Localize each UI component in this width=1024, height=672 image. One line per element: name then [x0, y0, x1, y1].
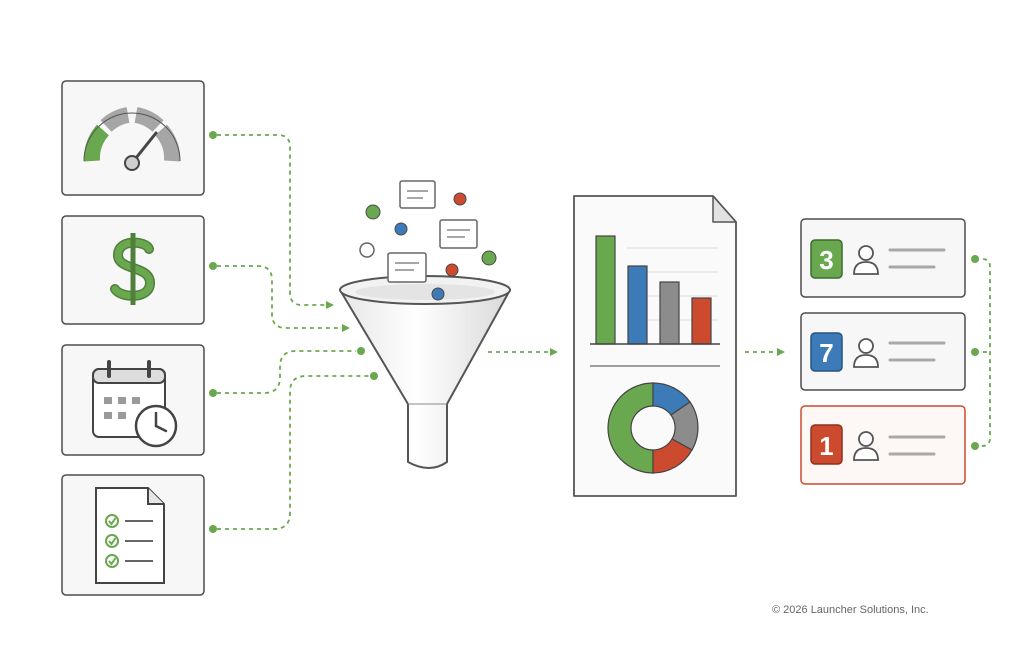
particle-dot [394, 222, 408, 236]
input-card-performance [61, 80, 205, 196]
ranking-card-1: 3 [800, 218, 966, 298]
document-particle [439, 219, 478, 249]
particle-dot [445, 263, 459, 277]
particle-dot [365, 204, 381, 220]
ranking-card-2: 7 [800, 312, 966, 391]
dollar-sign-icon [110, 233, 156, 305]
speedometer-icon [83, 107, 181, 171]
document-particle [387, 252, 427, 283]
person-icon [853, 338, 879, 368]
rank-number: 1 [819, 431, 833, 461]
funnel-particles [359, 180, 497, 301]
funnel-icon [339, 275, 511, 469]
chart-bar [595, 235, 616, 345]
person-icon [853, 431, 879, 461]
chart-bar [627, 265, 648, 345]
rank-badge [810, 239, 843, 279]
donut-chart-icon [607, 382, 699, 474]
document-particle [399, 180, 436, 209]
input-card-revenue [61, 215, 205, 325]
particle-dot [431, 287, 445, 301]
calendar-clock-icon [92, 360, 178, 448]
ranking-card-3: 1 [800, 405, 966, 485]
copyright-text: © 2026 Launcher Solutions, Inc. [772, 604, 929, 616]
connector-ranking-bracket [971, 255, 991, 450]
input-card-checklist [61, 474, 205, 596]
particle-dot [359, 242, 375, 258]
rank-number: 7 [819, 338, 833, 368]
rank-number: 3 [819, 245, 833, 275]
report-document [573, 195, 737, 497]
checklist-document-icon [95, 487, 165, 584]
input-card-schedule [61, 344, 205, 456]
bar-chart-icon [590, 235, 720, 345]
particle-dot [481, 250, 497, 266]
chart-bar [659, 281, 680, 345]
particle-dot [453, 192, 467, 206]
rank-badge [810, 424, 843, 465]
rank-badge [810, 332, 843, 372]
connectors-inputs [209, 131, 378, 533]
chart-bar [691, 297, 712, 345]
person-icon [853, 245, 879, 275]
